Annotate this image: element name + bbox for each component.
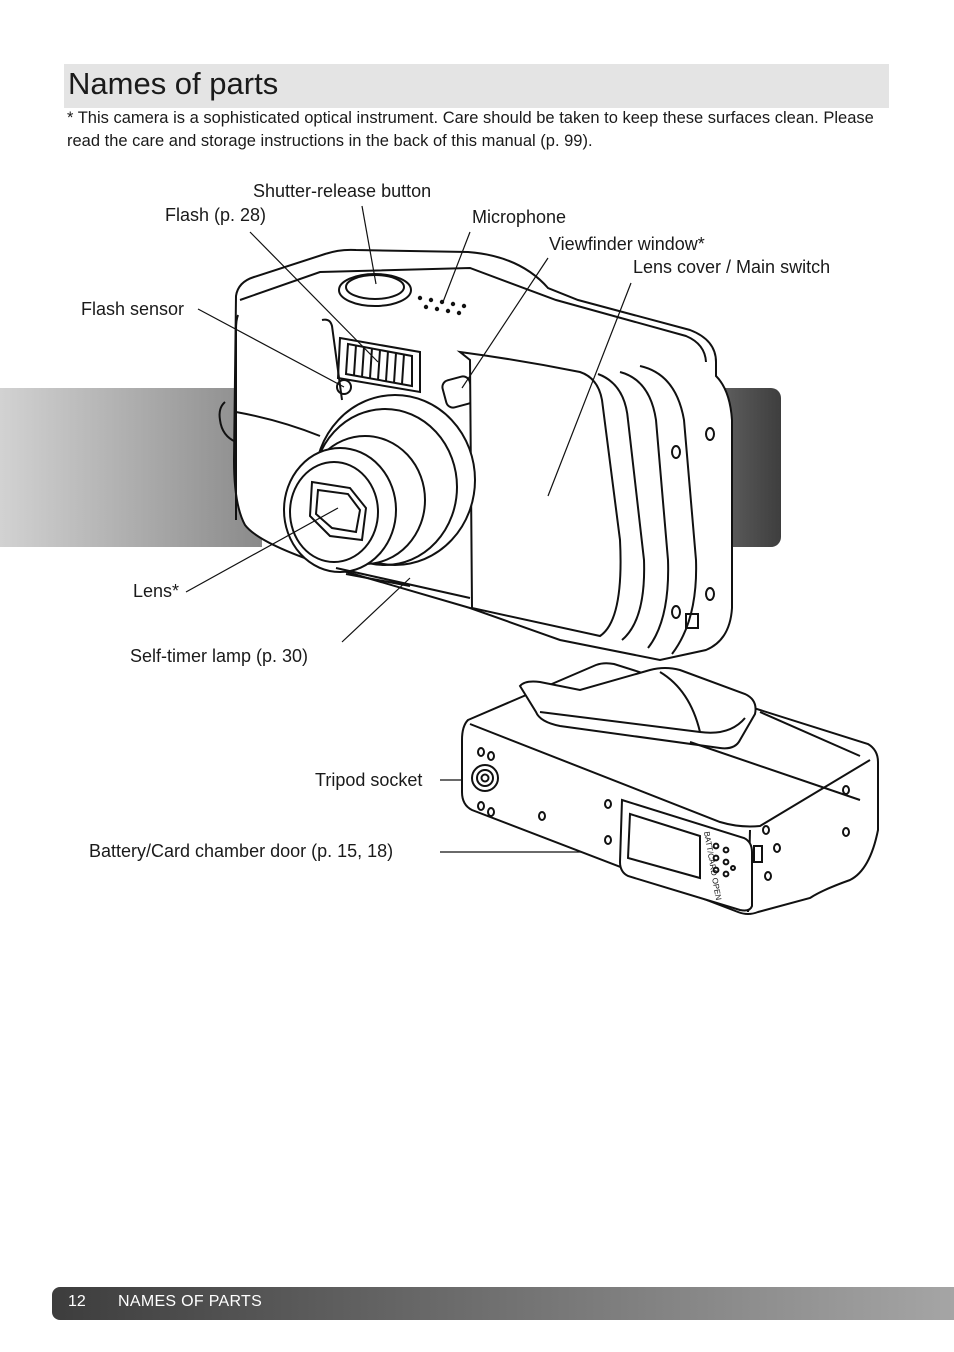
footer-section-title: NAMES OF PARTS — [118, 1293, 263, 1310]
camera-bottom-drawing — [461, 662, 879, 915]
care-note: * This camera is a sophisticated optical… — [67, 109, 874, 150]
label-flash-sensor: Flash sensor — [81, 299, 185, 319]
label-tripod-socket: Tripod socket — [315, 770, 423, 790]
title-bar — [64, 64, 889, 108]
label-microphone: Microphone — [472, 207, 567, 227]
label-lens-cover-main-switch: Lens cover / Main switch — [633, 257, 831, 277]
label-self-timer-lamp: Self-timer lamp (p. 30) — [130, 646, 309, 666]
page-title: Names of parts — [68, 66, 279, 101]
label-battery-card-chamber-door: Battery/Card chamber door (p. 15, 18) — [89, 841, 394, 861]
page-number: 12 — [68, 1293, 86, 1310]
footer-bar — [52, 1287, 954, 1320]
label-lens: Lens* — [133, 581, 180, 601]
label-viewfinder-window: Viewfinder window* — [549, 234, 705, 254]
camera-front-drawing — [218, 248, 733, 662]
label-flash: Flash (p. 28) — [165, 205, 267, 225]
side-tab-left — [0, 388, 262, 547]
label-shutter-release-button: Shutter-release button — [253, 181, 432, 201]
